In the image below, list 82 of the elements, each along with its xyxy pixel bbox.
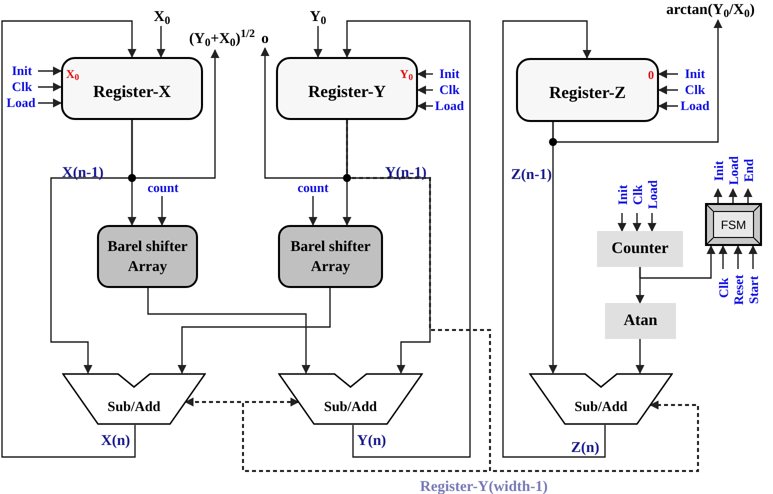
register-box bbox=[516, 58, 659, 122]
signal-label: Clk bbox=[630, 176, 645, 213]
connector-arrow bbox=[658, 86, 678, 94]
signal-label: Init bbox=[433, 66, 466, 82]
connector-arrow bbox=[728, 188, 738, 203]
block-label: Sub/Add bbox=[323, 399, 378, 417]
signal-label: Clk bbox=[6, 79, 38, 95]
signal-label: Y(n) bbox=[357, 432, 386, 451]
adder-block bbox=[278, 373, 423, 425]
initial-value-label: X$_{0}$ bbox=[66, 66, 80, 83]
signal-label: o bbox=[258, 30, 272, 48]
signal-label: Z(n-1) bbox=[511, 166, 552, 185]
process-box: Atan bbox=[605, 303, 676, 339]
signal-label: Load bbox=[645, 176, 660, 213]
signal-label: Init bbox=[711, 152, 726, 189]
process-box: Counter bbox=[597, 231, 683, 267]
connector-arrow bbox=[1, 20, 136, 458]
connector-arrow bbox=[718, 245, 728, 269]
signal-label: Clk bbox=[433, 82, 466, 98]
signal-label: Load bbox=[678, 98, 712, 114]
barrel-shifter-box: Barel shifter Array bbox=[278, 225, 383, 288]
signal-label: Reset bbox=[731, 269, 746, 311]
connector-arrow bbox=[734, 245, 742, 269]
connector-arrow bbox=[178, 288, 331, 374]
signal-label: Load bbox=[433, 98, 466, 114]
connector-arrow bbox=[618, 213, 626, 232]
signal-label: Load bbox=[726, 152, 741, 189]
register-label: Register-Y bbox=[307, 81, 387, 103]
connector-arrow bbox=[658, 70, 678, 78]
connector-arrow bbox=[502, 20, 606, 458]
signal-label: arctan(Y$_{0}$/X$_{0}$) bbox=[648, 0, 773, 20]
barrel-shifter-box: Barel shifter Array bbox=[97, 225, 198, 288]
connector-arrow bbox=[632, 213, 642, 232]
connector-arrow bbox=[156, 26, 166, 58]
signal-label: X(n-1) bbox=[62, 164, 104, 183]
signal-label: X(n) bbox=[101, 432, 130, 451]
connector-arrow bbox=[639, 245, 716, 279]
connector-arrow bbox=[636, 339, 644, 374]
signal-label: Load bbox=[4, 95, 38, 111]
signal-label: Z(n) bbox=[571, 439, 600, 458]
register-label: Register-X bbox=[92, 81, 172, 103]
signal-label: Y(n-1) bbox=[385, 164, 427, 183]
connector-arrow bbox=[748, 245, 758, 269]
signal-label: End bbox=[741, 152, 756, 189]
connector-arrow bbox=[147, 288, 310, 374]
signal-label: X$_{0}$ bbox=[150, 8, 174, 26]
signal-label: Y$_{0}$ bbox=[306, 8, 330, 26]
signal-label: count bbox=[142, 180, 184, 196]
connector-arrow bbox=[658, 102, 678, 110]
connector-arrow bbox=[38, 98, 62, 108]
signal-label: count bbox=[292, 180, 334, 196]
block-label: Sub/Add bbox=[574, 399, 628, 417]
connector-arrow bbox=[744, 188, 752, 203]
register-box bbox=[276, 57, 418, 120]
connector-arrow bbox=[417, 102, 433, 110]
signal-label: Init bbox=[6, 63, 38, 79]
connector-arrow bbox=[38, 66, 62, 76]
signal-label: Init bbox=[678, 66, 712, 82]
initial-value-label: 0 bbox=[648, 67, 654, 84]
connector-arrow bbox=[417, 86, 433, 94]
block-label: Sub/Add bbox=[106, 399, 162, 417]
signal-label: Init bbox=[615, 176, 630, 213]
connector-arrow bbox=[548, 122, 558, 374]
initial-value-label: Y$_{0}$ bbox=[400, 66, 413, 83]
connector-arrow bbox=[50, 120, 133, 374]
adder-block bbox=[529, 373, 673, 425]
connector-arrow bbox=[38, 82, 62, 92]
fsm-box bbox=[705, 203, 762, 246]
connector-arrow bbox=[714, 188, 722, 203]
connector-arrow bbox=[314, 26, 322, 58]
register-label: Register-Z bbox=[548, 82, 627, 104]
connector-arrow bbox=[308, 196, 318, 226]
connector-arrow bbox=[342, 20, 471, 458]
signal-label: Clk bbox=[716, 269, 731, 306]
signal-label: Clk bbox=[678, 82, 712, 98]
signal-label: Start bbox=[746, 269, 761, 311]
connector-arrow bbox=[158, 196, 166, 226]
connector-arrow bbox=[417, 70, 433, 78]
adder-block bbox=[62, 373, 206, 425]
fsm-label: FSM bbox=[713, 211, 754, 238]
connector-arrow bbox=[648, 213, 656, 232]
register-box bbox=[61, 57, 203, 120]
